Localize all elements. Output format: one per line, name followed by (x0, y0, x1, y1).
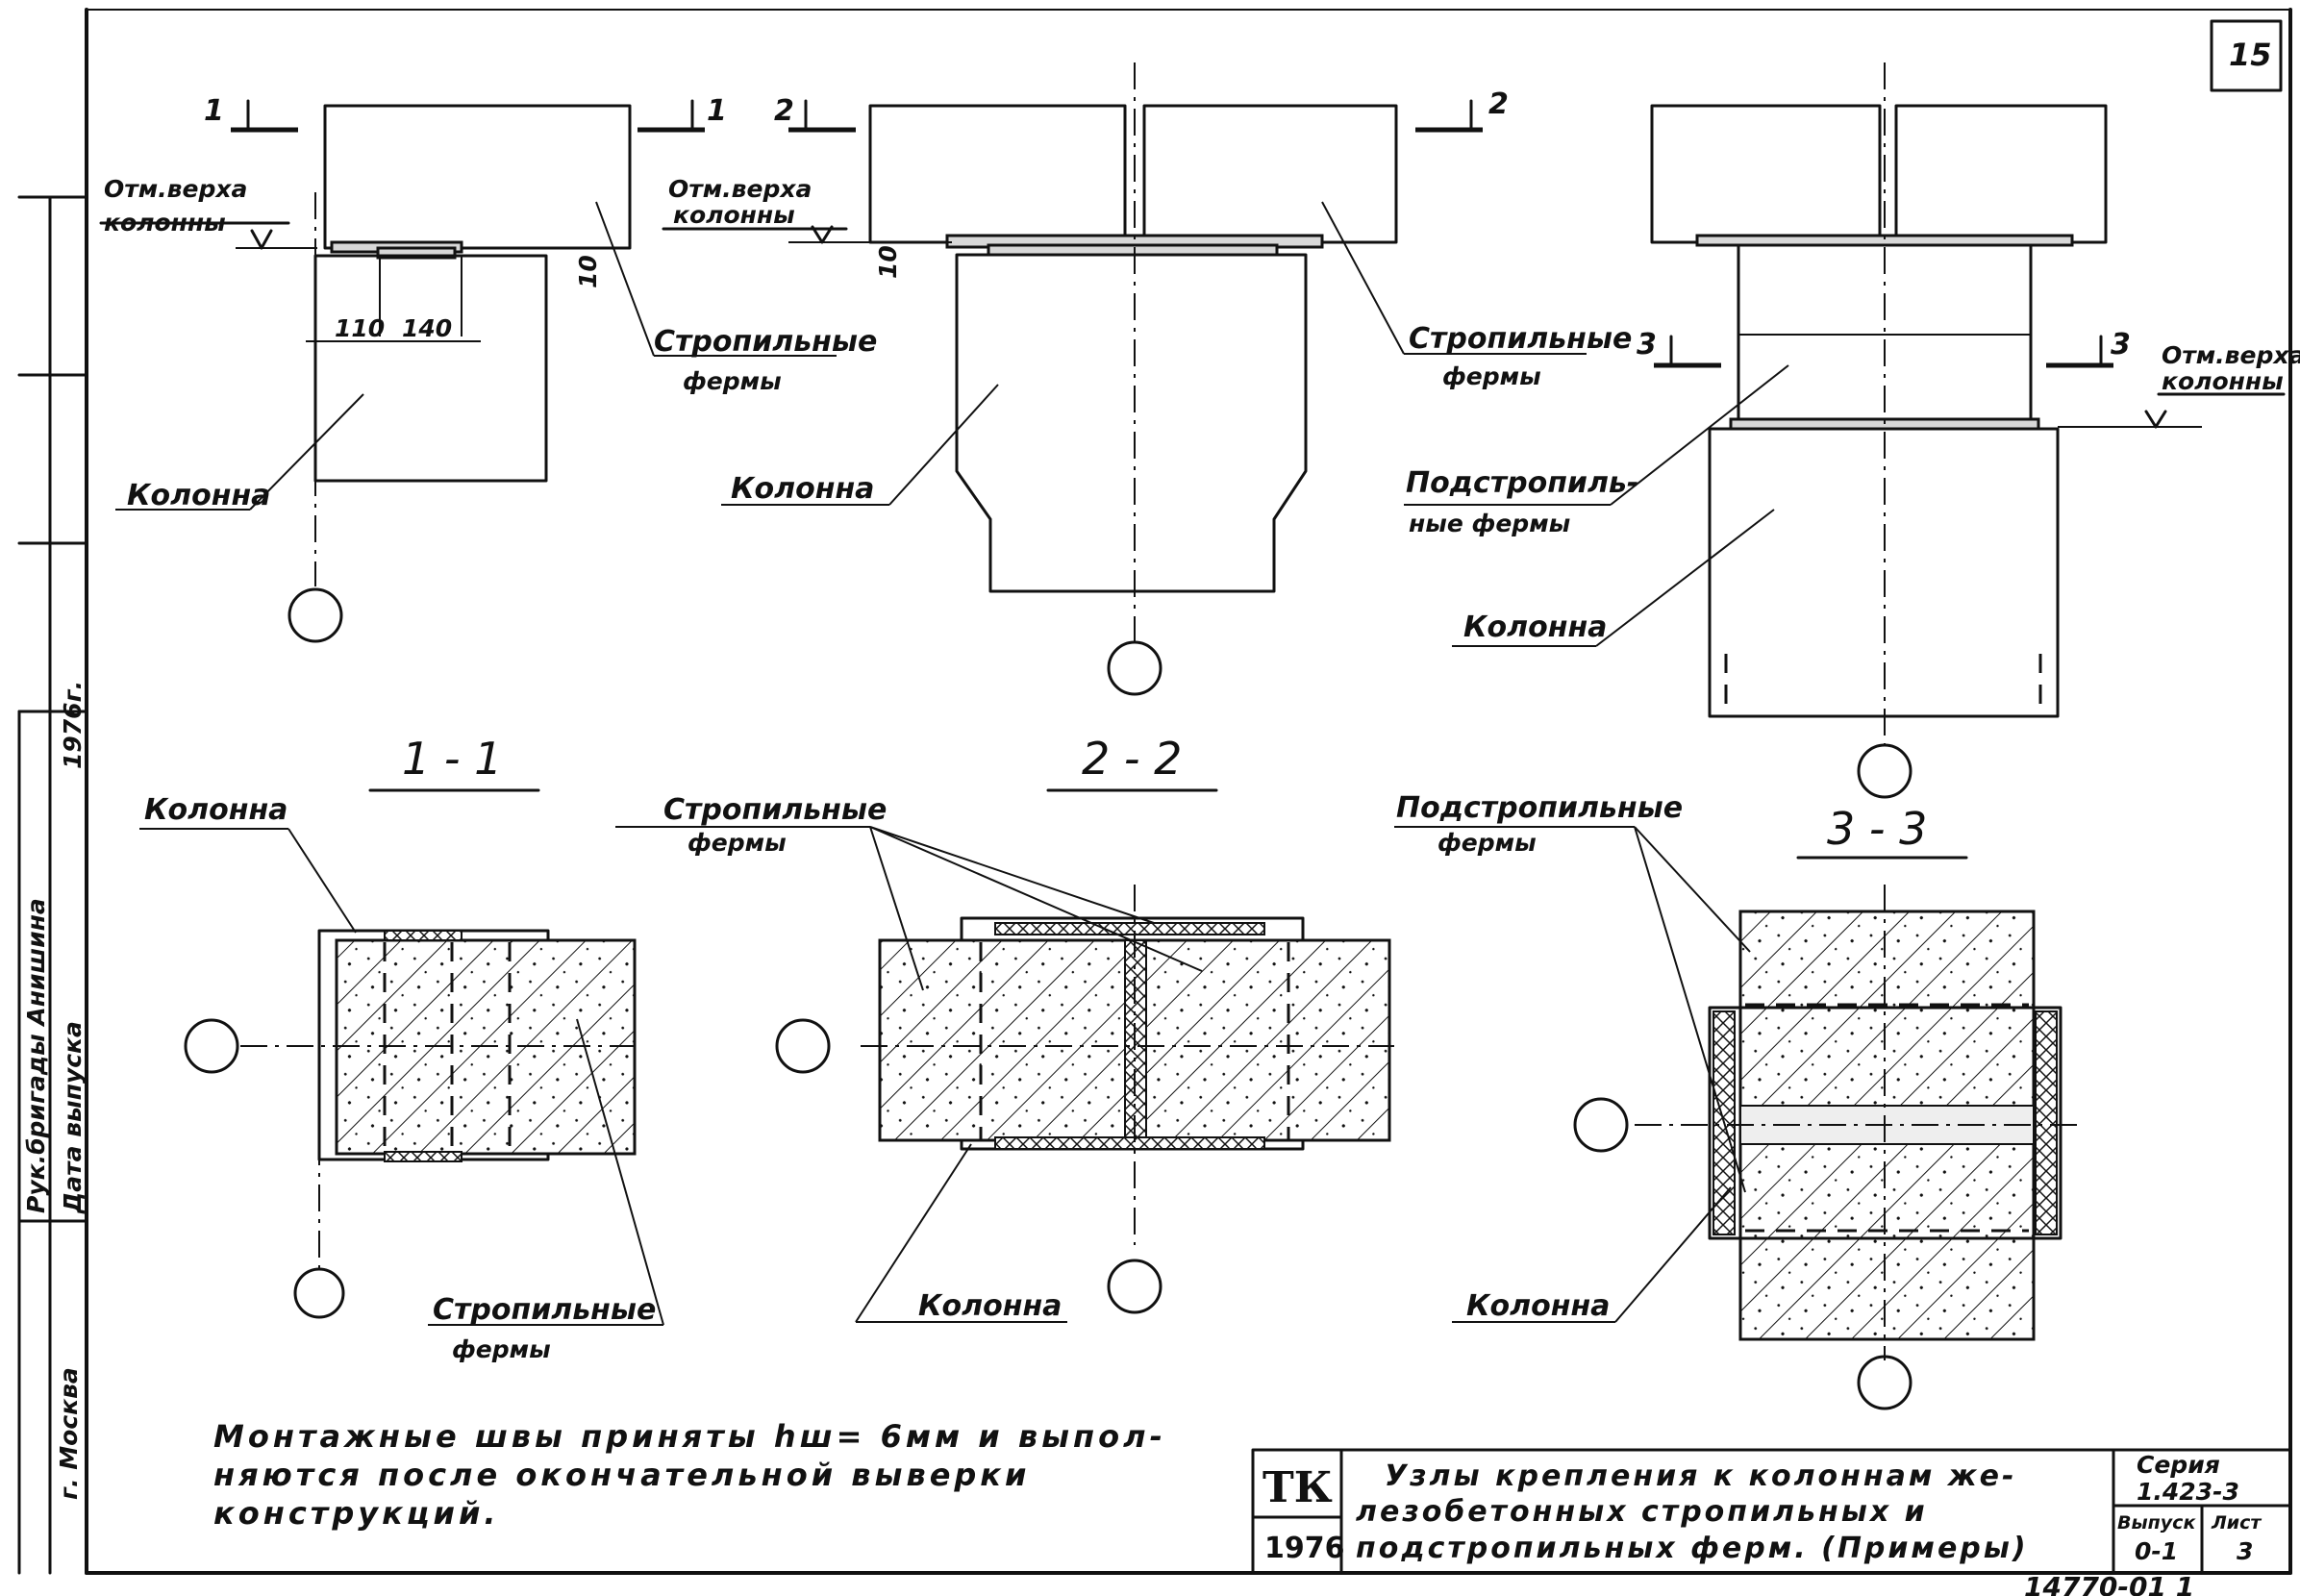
elev1-fermy: фермы (683, 367, 782, 395)
elev2-fermy: фермы (1442, 362, 1541, 390)
section-1-1-title: 1 - 1 (402, 733, 502, 785)
section-2-2-stropilnye: Стропильные (663, 793, 887, 827)
section-3-3: 3 - 3 Подстропильные фермы Колонна (1394, 791, 2077, 1410)
dim-140: 140 (402, 314, 452, 342)
elevation-node-1: 1 1 110 140 10 Отм.верха колонны Стропил… (99, 94, 877, 643)
elevation-node-3: 3 3 Отм.верха колонны Подстропиль- ные ф… (1404, 62, 2300, 799)
elev1-kolonny: колонны (104, 209, 226, 237)
elev2-kolonna: Колонна (731, 472, 874, 506)
title-block-org: ТК (1262, 1463, 1333, 1512)
section-2-2: 2 - 2 Стропильные фермы Колонна (615, 733, 1394, 1323)
side-stamp-brigade: Рук.бригады Анишина (22, 898, 50, 1213)
elev1-stropilnye: Стропильные (654, 325, 877, 359)
side-stamp: Рук.бригады Анишина Дата выпуска 1976г. … (17, 195, 88, 1575)
series-label: Серия (2137, 1451, 2220, 1479)
issue-label: Выпуск (2117, 1512, 2196, 1534)
dim-10a: 10 (574, 255, 602, 288)
section-2-2-kolonna: Колонна (918, 1289, 1062, 1323)
cut-1-left-label: 1 (204, 94, 224, 128)
issue-value: 0-1 (2135, 1537, 2178, 1565)
title-line-3: подстропильных ферм. (Примеры) (1356, 1532, 2029, 1565)
assembly-note: Монтажные швы приняты hш= 6мм и выпол- н… (213, 1418, 1166, 1532)
section-3-3-title: 3 - 3 (1827, 803, 1927, 855)
elev2-stropilnye: Стропильные (1409, 322, 1632, 356)
elevation-node-2: 2 2 Отм.верха колонны 10 Стропильные фер… (662, 62, 1632, 696)
elev2-kolonny: колонны (673, 201, 795, 229)
elev2-otm: Отм.верха (668, 175, 812, 203)
section-3-3-fermy: фермы (1438, 829, 1537, 857)
dim-10b: 10 (874, 245, 902, 279)
elev3-podstropil-a: Подстропиль- (1406, 466, 1638, 500)
side-stamp-date: Дата выпуска (59, 1021, 87, 1214)
note-line-3: конструкций. (213, 1495, 500, 1532)
section-1-1-stropilnye: Стропильные (433, 1293, 656, 1327)
title-line-1: Узлы крепления к колоннам же- (1385, 1459, 2016, 1493)
section-3-3-podstropilnye: Подстропильные (1396, 791, 1683, 825)
cut-2-left-label: 2 (774, 94, 794, 128)
elev3-otm: Отм.верха (2162, 341, 2300, 369)
side-stamp-year: 1976г. (59, 681, 87, 769)
elev3-kolonna: Колонна (1463, 611, 1607, 644)
cut-1-right-label: 1 (707, 94, 727, 128)
section-2-2-title: 2 - 2 (1082, 733, 1182, 785)
cut-3-right-label: 3 (2111, 328, 2131, 362)
section-1-1-fermy: фермы (452, 1335, 551, 1363)
elev1-kolonna: Колонна (127, 479, 270, 512)
cut-3-left-label: 3 (1637, 328, 1657, 362)
page-number: 15 (2229, 37, 2272, 73)
title-block-year: 1976 (1264, 1532, 1345, 1565)
elev1-otm: Отм.верха (104, 175, 247, 203)
section-1-1: 1 - 1 Колонна Стропильные фермы (139, 733, 664, 1363)
elev3-podstropil-b: ные фермы (1409, 510, 1570, 537)
sheet-label: Лист (2211, 1512, 2262, 1534)
series-value: 1.423-3 (2137, 1478, 2239, 1506)
section-2-2-fermy: фермы (688, 829, 787, 857)
dim-110: 110 (335, 314, 385, 342)
section-1-1-kolonna: Колонна (144, 793, 288, 827)
note-line-1: Монтажные швы приняты hш= 6мм и выпол- (213, 1418, 1166, 1455)
cut-2-right-label: 2 (1488, 87, 1509, 121)
title-block: ТК 1976 Узлы крепления к колоннам же- ле… (1251, 1448, 2292, 1575)
page-number-box: 15 (2210, 19, 2283, 92)
section-3-3-kolonna: Колонна (1466, 1289, 1610, 1323)
title-line-2: лезобетонных стропильных и (1356, 1495, 1928, 1529)
note-line-2: няются после окончательной выверки (213, 1457, 1030, 1493)
elev3-kolonny: колонны (2162, 367, 2284, 395)
bottom-stamp: 14770-01 1 (2024, 1571, 2194, 1596)
side-stamp-city: г. Москва (55, 1367, 83, 1500)
sheet-value: 3 (2237, 1537, 2253, 1565)
